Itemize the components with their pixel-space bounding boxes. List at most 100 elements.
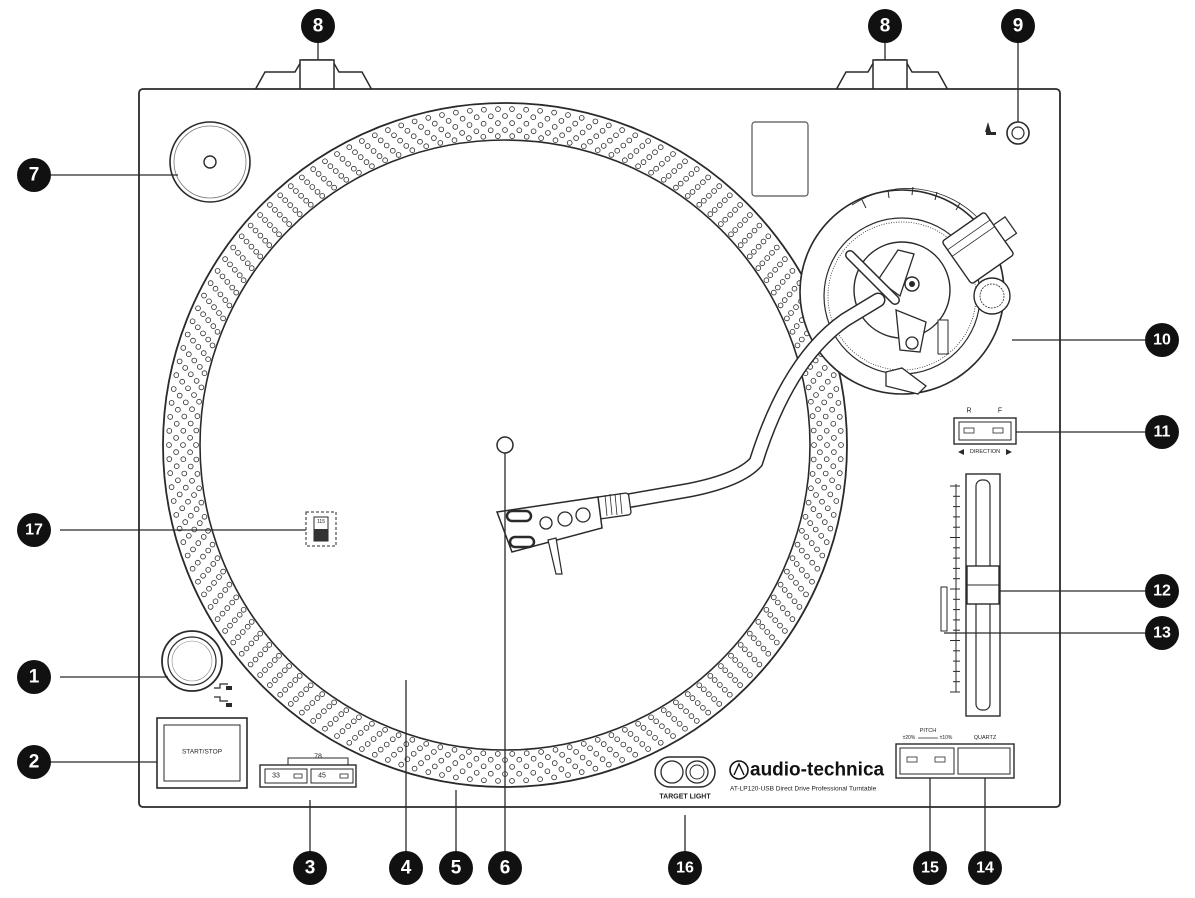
speed-33-label: 33: [272, 773, 280, 780]
strobe-dot: [627, 153, 634, 159]
strobe-dot: [633, 736, 640, 742]
strobe-dot: [809, 559, 815, 566]
strobe-dot: [633, 148, 640, 154]
strobe-dot: [319, 691, 326, 697]
strobe-dot: [184, 552, 191, 559]
strobe-dot: [594, 736, 601, 743]
strobe-dot: [688, 171, 695, 177]
strobe-dot: [793, 561, 800, 567]
strobe-dot: [822, 470, 829, 477]
strobe-dot: [321, 708, 327, 714]
strobe-dot: [823, 539, 830, 545]
strobe-dot: [451, 137, 458, 144]
strobe-dot: [193, 456, 200, 463]
strobe-dot: [240, 255, 246, 261]
strobe-dot: [277, 691, 284, 698]
strobe-dot: [314, 189, 321, 195]
strobe-dot: [830, 512, 837, 518]
strobe-dot: [813, 392, 819, 398]
strobe-dot: [176, 392, 183, 399]
strobe-dot: [728, 231, 734, 238]
strobe-dot: [817, 449, 823, 456]
svg-text:8: 8: [313, 16, 324, 37]
strobe-dot: [236, 272, 243, 279]
strobe-dot: [212, 285, 219, 292]
strobe-dot: [196, 485, 202, 492]
strobe-dot: [185, 498, 191, 505]
strobe-dot: [232, 266, 238, 273]
strobe-dot: [403, 143, 410, 149]
strobe-dot: [711, 677, 718, 683]
strobe-dot: [210, 561, 217, 567]
pitch-slider: [940, 473, 1001, 717]
strobe-dot: [639, 143, 646, 149]
svg-text:7: 7: [29, 165, 40, 186]
strobe-dot: [619, 127, 625, 133]
strobe-dot: [607, 746, 613, 753]
strobe-dot: [819, 552, 826, 559]
pitch-label: PITCH: [920, 728, 937, 734]
strobe-dot: [217, 592, 224, 599]
callout-badge-15: 15: [913, 851, 947, 885]
strobe-dot: [224, 605, 231, 611]
strobe-dot: [168, 400, 175, 406]
strobe-dot: [200, 534, 207, 540]
svg-text:1: 1: [29, 667, 40, 688]
strobe-dot: [816, 512, 822, 519]
strobe-dot: [315, 171, 322, 177]
strobe-dot: [671, 716, 677, 722]
strobe-dot: [179, 505, 186, 512]
strobe-dot: [804, 572, 810, 579]
strobe-dot: [579, 129, 586, 136]
strobe-dot: [193, 427, 200, 434]
strobe-dot: [737, 222, 743, 228]
strobe-dot: [716, 183, 722, 189]
strobe-dot: [622, 726, 628, 733]
strobe-dot: [304, 704, 310, 711]
strobe-dot: [182, 365, 189, 371]
strobe-dot: [417, 745, 423, 752]
strobe-dot: [784, 610, 791, 617]
strobe-dot: [818, 532, 824, 539]
strobe-dot: [233, 594, 240, 601]
strobe-dot: [309, 184, 316, 190]
callout-badge-6: 6: [488, 851, 522, 885]
strobe-dot: [262, 646, 269, 653]
strobe-dot: [732, 227, 738, 233]
strobe-dot: [431, 749, 437, 755]
strobe-dot: [445, 132, 451, 139]
strobe-dot: [226, 302, 233, 309]
strobe-dot: [425, 115, 432, 121]
strobe-dot: [605, 761, 612, 768]
strobe-dot: [755, 265, 762, 271]
callout-badge-14: 14: [968, 851, 1002, 885]
brand-logo: audio-technica AT-LP120-USB Direct Drive…: [729, 760, 885, 793]
strobe-dot: [793, 323, 800, 329]
strobe-dot: [210, 323, 217, 329]
strobe-dot: [802, 513, 809, 520]
strobe-dot: [784, 568, 790, 575]
strobe-dot: [830, 463, 837, 470]
strobe-dot: [544, 768, 551, 775]
strobe-dot: [180, 427, 187, 434]
strobe-dot: [253, 635, 260, 641]
strobe-dot: [298, 193, 304, 199]
strobe-dot: [248, 265, 255, 271]
strobe-dot: [453, 109, 459, 116]
strobe-dot: [829, 406, 835, 413]
strobe-dot: [356, 169, 362, 176]
callout-badge-4: 4: [389, 851, 423, 885]
strobe-dot: [652, 734, 658, 741]
strobe-dot: [230, 639, 237, 646]
strobe-dot: [168, 484, 175, 490]
strobe-dot: [824, 505, 831, 512]
strobe-dot: [836, 414, 843, 420]
strobe-dot: [502, 113, 508, 119]
strobe-dot: [211, 304, 217, 310]
strobe-dot: [670, 733, 676, 739]
strobe-dot: [781, 297, 788, 303]
strobe-dot: [201, 513, 208, 520]
strobe-dot: [580, 740, 587, 747]
strobe-dot: [502, 127, 508, 133]
strobe-dot: [836, 470, 843, 476]
